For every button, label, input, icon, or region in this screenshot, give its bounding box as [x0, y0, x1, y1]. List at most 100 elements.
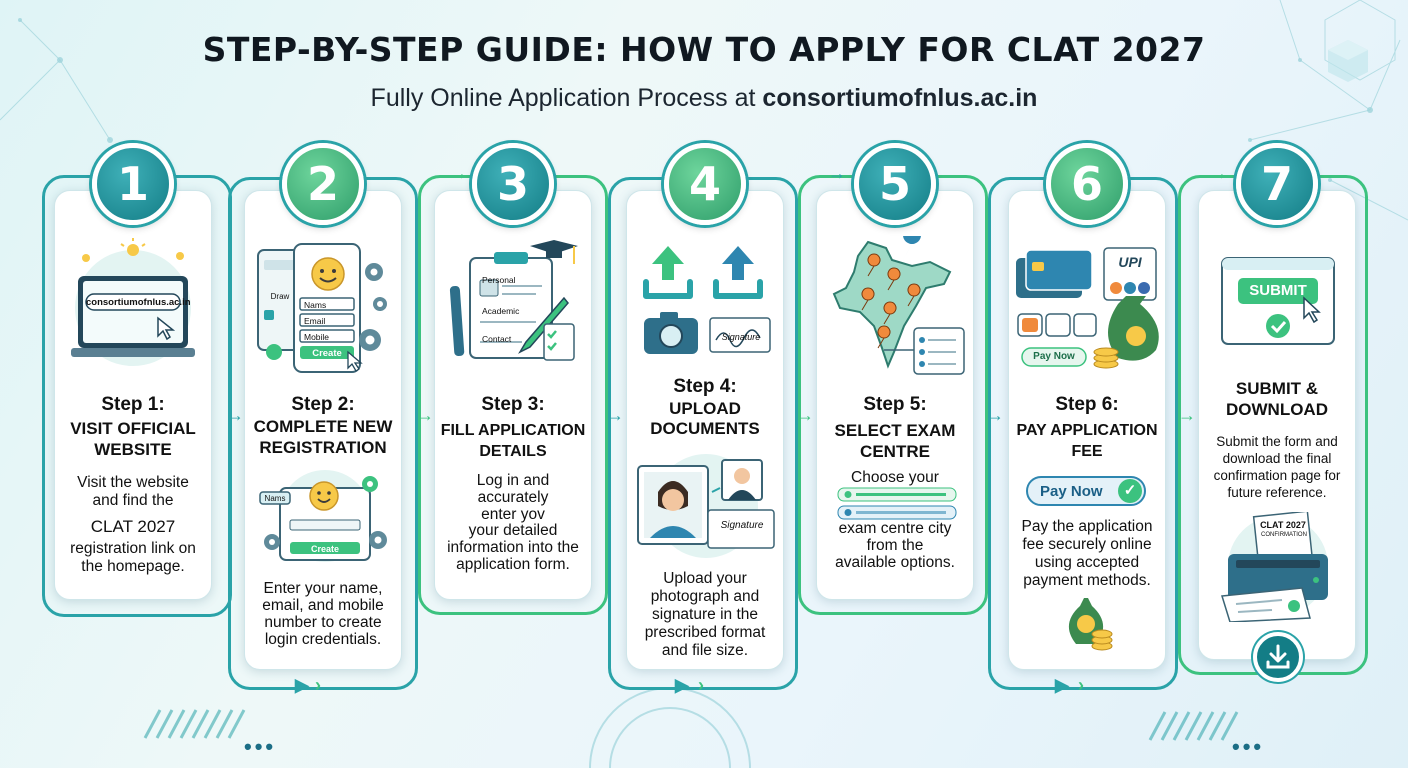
flow-arrow: →: [606, 405, 624, 425]
india-map-icon: [832, 236, 965, 375]
flow-arrow: ▶: [675, 675, 689, 695]
step-3-field-personal: Personal: [482, 275, 516, 285]
step-2-side-label: Draw: [270, 292, 290, 301]
decorative-dots: •••: [244, 734, 277, 759]
step-2-heading-line2: REGISTRATION: [259, 438, 387, 457]
photo-signature-icon: [637, 454, 775, 558]
step-number-badge-3: 3: [472, 143, 554, 225]
flow-arrow: ▶: [1055, 675, 1069, 695]
step-4-desc-line2: photograph and: [650, 588, 760, 605]
flow-arrow: ›: [698, 675, 704, 695]
download-icon: [1253, 632, 1303, 682]
step-card-4: [626, 190, 784, 670]
step-4-desc-line5: and file size.: [661, 642, 749, 659]
step-4-label: Step 4:: [673, 376, 737, 397]
centre-options-icon: [837, 487, 957, 520]
step-4-desc-line3: signature in the: [652, 606, 758, 623]
step-number-badge-4: 4: [664, 143, 746, 225]
subtitle-website: consortiumofnlus.ac.in: [762, 84, 1038, 112]
flow-arrow: →: [986, 405, 1004, 425]
flow-arrow: →: [796, 405, 814, 425]
step-5-desc-top: Choose your: [851, 469, 939, 486]
step-4-signature-large: Signature: [720, 520, 764, 531]
step-2-field-email: Email: [304, 316, 326, 326]
step-7-paper-label-line1: CLAT 2027: [1260, 520, 1306, 530]
step-4-heading-line2: DOCUMENTS: [650, 419, 760, 438]
step-number-badge-1: 1: [92, 143, 174, 225]
step-6-label: Step 6:: [1055, 394, 1119, 415]
decorative-dots: •••: [1232, 734, 1265, 759]
step-2-mini-create: Create: [310, 544, 339, 554]
check-icon: ✓: [1118, 479, 1142, 503]
step-2-desc-line4: login credentials.: [264, 631, 382, 648]
step-2-desc-line2: email, and mobile: [262, 597, 384, 614]
step-5-desc-line3: available options.: [835, 554, 955, 571]
step-1-heading-line2: WEBSITE: [94, 440, 172, 459]
step-6-pay-now-button: Pay Now ✓: [1026, 476, 1146, 506]
step-6-desc-line2: fee securely online: [1022, 536, 1152, 553]
step-3-desc-line3: enter yov: [481, 506, 545, 523]
step-2-desc-line1: Enter your name,: [263, 580, 383, 597]
step-1-desc-line2: and find the: [92, 492, 174, 509]
step-2-desc-line3: number to create: [264, 614, 382, 631]
upload-icon: [643, 246, 771, 354]
step-3-desc-line4: your detailed: [468, 522, 558, 539]
step-3-field-academic: Academic: [482, 306, 520, 316]
step-7-heading-line2: DOWNLOAD: [1226, 400, 1328, 419]
step-1-desc-line4: the homepage.: [81, 558, 185, 575]
step-2-heading-line1: COMPLETE NEW: [253, 417, 393, 436]
step-2-mini-field: Nams: [264, 494, 286, 503]
flow-arrow: →: [226, 405, 244, 425]
money-bag-icon: [1068, 598, 1113, 651]
registration-form-icon: [257, 243, 387, 373]
step-7-desc-line4: future reference.: [1227, 485, 1327, 500]
submit-window-icon: [1221, 257, 1335, 345]
step-4-desc-line4: prescribed format: [644, 624, 766, 641]
step-6-pay-now-small: Pay Now: [1033, 351, 1075, 362]
page-title: STEP-BY-STEP GUIDE: HOW TO APPLY FOR CLA…: [202, 30, 1206, 69]
step-5-label: Step 5:: [863, 394, 927, 415]
step-number-badge-2: 2: [282, 143, 364, 225]
flow-arrow: →: [416, 405, 434, 425]
step-3-desc-line6: application form.: [456, 556, 570, 573]
step-5-desc-line2: from the: [866, 537, 924, 554]
step-number-badge-7: 7: [1236, 143, 1318, 225]
step-6-upi-label: UPI: [1118, 254, 1142, 270]
step-4-desc-line1: Upload your: [663, 570, 747, 587]
step-1-desc-line3: registration link on: [70, 540, 196, 557]
step-6-desc-line4: payment methods.: [1023, 572, 1151, 589]
step-6-heading-line2: FEE: [1071, 443, 1103, 460]
subtitle-prefix: Fully Online Application Process at: [370, 84, 756, 112]
step-1-url-label: consortiumofnlus.ac.in: [86, 297, 191, 308]
flow-arrow: →: [1178, 405, 1196, 425]
step-number-badge-5: 5: [854, 143, 936, 225]
step-card-5: [816, 190, 974, 600]
step-7-desc-line2: download the final: [1222, 451, 1332, 466]
laptop-icon: [71, 238, 195, 366]
flow-arrow: →: [828, 163, 846, 183]
step-2-field-name: Nams: [304, 300, 327, 310]
step-5-heading-line1: SELECT EXAM: [834, 421, 956, 440]
step-7-desc-line3: confirmation page for: [1213, 468, 1341, 483]
step-5-heading-line2: CENTRE: [860, 442, 930, 461]
step-3-label: Step 3:: [481, 394, 545, 415]
step-3-desc-line1: Log in and: [476, 472, 550, 489]
step-6-desc-line3: using accepted: [1034, 554, 1140, 571]
flow-arrow: →: [1210, 163, 1228, 183]
step-4-signature-small: Signature: [721, 332, 761, 342]
step-3-heading-line1: FILL APPLICATION: [440, 422, 586, 439]
flow-arrow: ›: [315, 675, 321, 695]
step-1-highlight: CLAT 2027: [90, 517, 176, 536]
clipboard-icon: [449, 240, 578, 361]
profile-form-icon: [259, 470, 387, 562]
flow-arrow: ▶: [295, 675, 309, 695]
step-2-field-mobile: Mobile: [304, 332, 330, 342]
step-number-badge-6: 6: [1046, 143, 1128, 225]
flow-arrow: →: [450, 163, 468, 183]
step-6-desc-line1: Pay the application: [1021, 518, 1153, 535]
step-2-create-button: Create: [312, 348, 342, 359]
step-6-heading-line1: PAY APPLICATION: [1016, 422, 1158, 439]
step-3-desc-line2: accurately: [477, 489, 549, 506]
step-1-heading-line1: VISIT OFFICIAL: [70, 419, 196, 438]
step-3-desc-line5: information into the: [447, 539, 579, 556]
